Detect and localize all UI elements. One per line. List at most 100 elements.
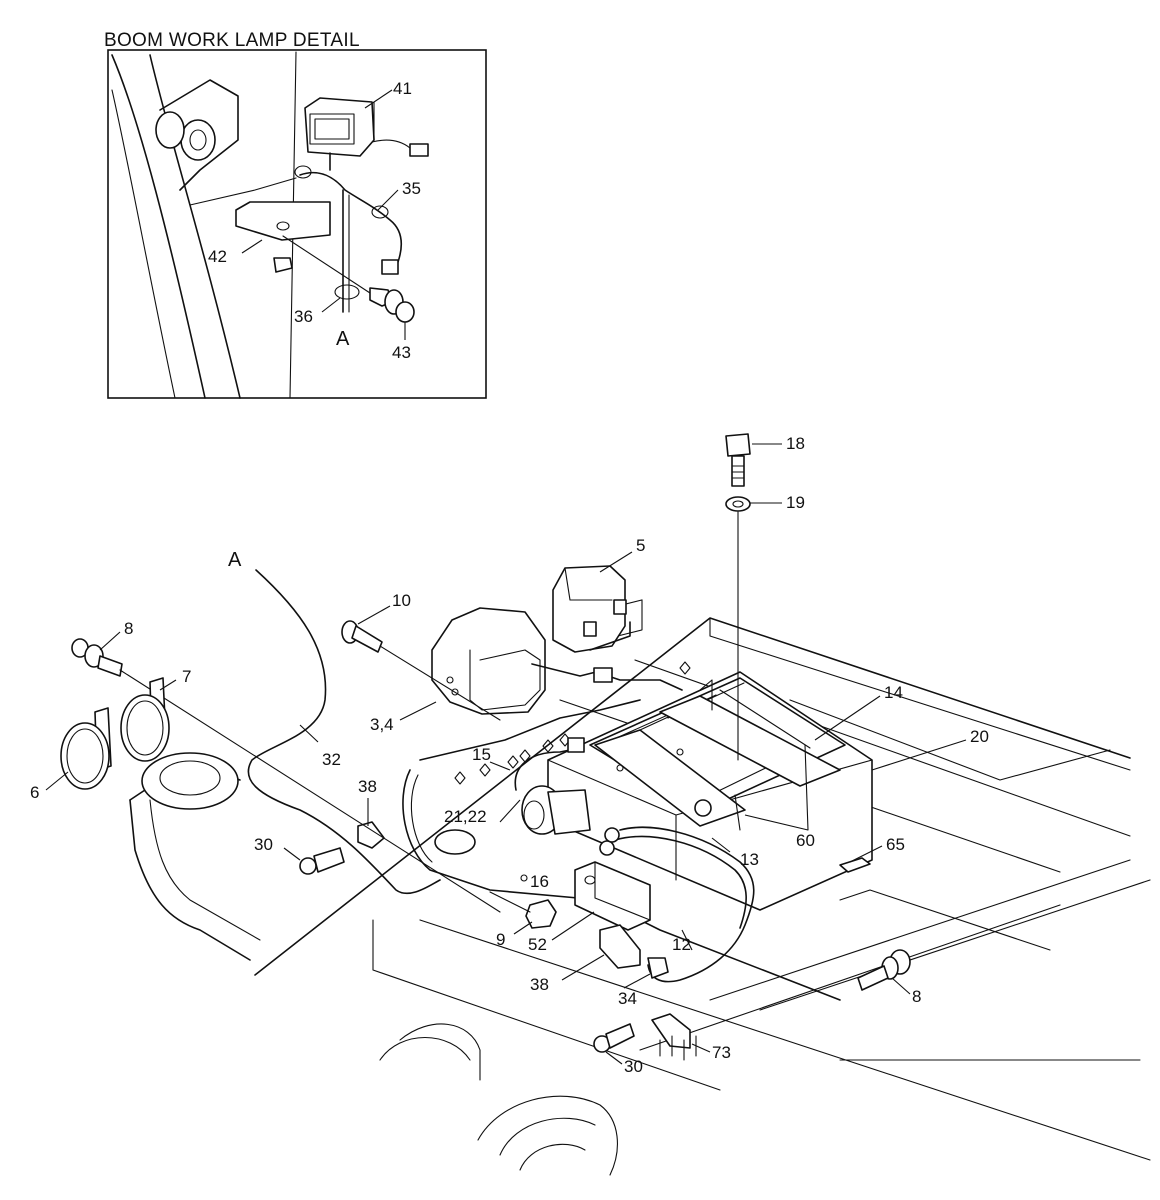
base-frame [759,879,1151,1011]
battery-relay-body [547,789,591,835]
relay-bracket [574,861,651,931]
harness-stars [679,661,691,675]
callout-18: 18 [786,434,805,453]
lamp-mount-axis [379,645,501,721]
callout-65: 65 [886,835,905,854]
main-harness [410,774,433,863]
callout-6: 6 [30,783,39,802]
hold-washer [725,496,751,512]
callout-32: 32 [322,750,341,769]
lower-structure [379,1036,471,1061]
lamp-bolt-head [395,301,415,323]
boom-arm-outline [111,54,206,399]
mount-bolt [857,965,889,991]
cover-65 [839,857,871,873]
base-frame [709,617,1131,771]
callout-20: 20 [970,727,989,746]
callout-30-left: 30 [254,835,273,854]
callout-12: 12 [672,935,691,954]
boom-pin-hole [189,129,207,151]
relay-bracket [594,861,651,921]
mount-bolt-left [97,655,123,677]
boom-foot-hole [159,760,221,796]
callout-41: 41 [393,79,412,98]
boom-work-lamp-detail: 41 35 42 36 43 A [107,49,487,399]
boom-bracket-top [159,79,239,191]
callout-73: 73 [712,1043,731,1062]
callout-9: 9 [496,930,505,949]
harness-clamp [371,205,389,219]
callout-15: 15 [472,745,491,764]
connection-ref-a-main: A [228,549,242,571]
callout-10: 10 [392,591,411,610]
relay-harness [514,747,581,791]
callout-36: 36 [294,307,313,326]
bolt-leader [282,235,371,294]
lamp-guard-ring [60,722,110,790]
battery-hold-bar [659,695,841,787]
harness-clips-73 [651,1013,691,1049]
harness-clamp [294,165,312,179]
lamp-guard-ring-inner [66,728,104,784]
battery-cable [614,835,747,929]
swing-ring [519,1143,586,1171]
boom-arm-outline [149,54,241,399]
stay-bolt [525,899,557,929]
boom-foot [129,799,251,961]
battery-hold-rod [734,794,741,831]
battery-hold-rod [699,679,713,711]
callout-7: 7 [182,667,191,686]
callout-30-lower: 30 [624,1057,643,1076]
boom-pin-boss [155,111,185,149]
harness-connector [593,667,613,683]
clip-bolt [605,1023,635,1049]
base-frame [639,904,1061,1051]
hold-bolt [731,455,745,487]
callout-3-4: 3,4 [370,715,394,734]
swing-ring [477,1095,618,1176]
lower-structure [399,1023,481,1081]
boom-arm-lower [189,177,297,206]
callout-14: 14 [884,683,903,702]
battery-terminal [694,799,712,817]
main-harness [419,699,641,761]
clamp-bolt [313,847,345,873]
detail-title: BOOM WORK LAMP DETAIL [104,30,360,51]
work-lamp-large [431,607,546,715]
clamp-bolt-head [299,857,317,875]
callout-60: 60 [796,831,815,850]
base-frame [789,699,1111,781]
bracket-hole [276,221,290,231]
relay-connector [567,737,585,753]
work-lamp-small [552,565,627,653]
battery-relay-face [523,800,545,830]
callout-8-right: 8 [912,987,921,1006]
boom-foot-boss [141,752,239,810]
hold-bolt-thread [731,465,745,479]
lamp-mount-bolt [351,625,383,653]
swing-ring [499,1117,596,1156]
callout-34: 34 [618,989,637,1008]
mount-axis-left [119,669,501,913]
harness-clips-73 [659,1035,697,1061]
callout-43: 43 [392,343,411,362]
lamp-nut [273,257,293,273]
hold-washer-hole [732,500,744,508]
harness-clamp-38b [599,924,641,969]
harness-connector [381,259,399,275]
lamp-bracket [235,201,331,241]
connection-ref-a-detail: A [336,328,350,350]
cable-clamp [334,284,360,300]
battery-cable [619,826,755,983]
callout-38-lower: 38 [530,975,549,994]
boom-pin-boss [180,119,216,161]
base-frame [419,919,1151,1161]
battery-cut-switch-hole [434,829,476,855]
lamp-guard-ring-inner [126,700,164,756]
boom-foot [149,799,261,941]
callout-13: 13 [740,850,759,869]
harness-clamp-38 [357,821,385,849]
lamp-guard-ring [120,694,170,762]
callout-16: 16 [530,872,549,891]
boom-arm-outline [111,89,176,399]
